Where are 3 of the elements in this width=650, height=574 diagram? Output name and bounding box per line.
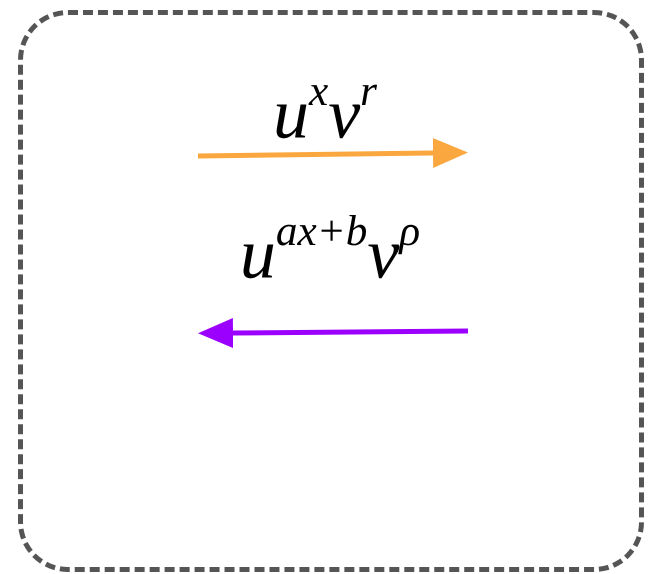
math-label: u$^{ax+b}$v$^{ρ}$ xyxy=(240,210,420,290)
math-label: u$^{x}$v$^{r}$ xyxy=(273,70,377,150)
dashed-frame xyxy=(18,10,644,572)
